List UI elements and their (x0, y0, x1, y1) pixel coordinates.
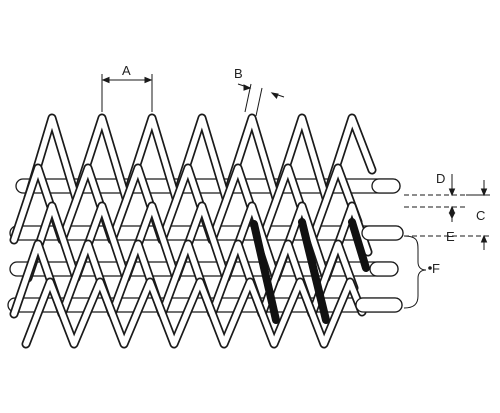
label-c: C (476, 208, 485, 223)
spiral-wires (9, 113, 377, 349)
dimension-b (237, 83, 285, 117)
highlighted-wires (250, 218, 370, 324)
label-a: A (122, 63, 131, 78)
label-b: B (234, 66, 243, 81)
highlighted-wire-3 (348, 218, 370, 272)
rod-ends (355, 178, 404, 313)
dimension-d (404, 174, 466, 222)
label-f: F (432, 261, 440, 276)
highlighted-wire-2 (298, 218, 330, 324)
label-e: E (446, 229, 455, 244)
dimension-c (404, 180, 490, 250)
dimension-a (101, 74, 153, 112)
highlighted-wire-1 (250, 220, 280, 324)
dimension-f (403, 235, 427, 309)
label-f-marker (428, 266, 432, 270)
label-d: D (436, 171, 445, 186)
dimension-e (448, 210, 456, 220)
